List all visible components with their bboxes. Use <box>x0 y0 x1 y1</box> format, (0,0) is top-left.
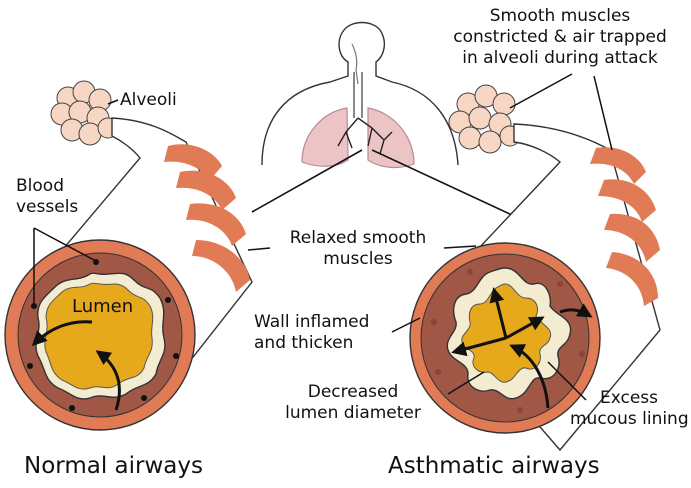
blood-vessel-dot <box>435 369 441 375</box>
blood-vessel-dot <box>173 353 179 359</box>
label-line: constricted & air trapped <box>434 27 686 48</box>
blood-vessel-dot <box>517 407 523 413</box>
human-torso-illustration <box>262 23 458 168</box>
trachea <box>354 72 362 118</box>
nasal-airway <box>352 44 358 84</box>
label-line: Decreased <box>258 382 448 403</box>
label-line: mucous lining <box>570 409 688 430</box>
label-line: Excess <box>570 388 688 409</box>
label-line: vessels <box>16 197 78 218</box>
blood-vessel-dot <box>431 319 437 325</box>
label-alveoli: Alveoli <box>120 90 177 111</box>
label-decreased-lumen: Decreased lumen diameter <box>258 382 448 424</box>
label-line: and thicken <box>254 333 369 354</box>
relaxed-muscles-leader-right <box>444 246 476 248</box>
blood-vessel-dot <box>579 351 585 357</box>
label-relaxed-smooth-muscles: Relaxed smooth muscles <box>270 228 446 270</box>
torso-outline <box>262 23 458 166</box>
blood-vessel-dot <box>557 281 563 287</box>
label-line: Wall inflamed <box>254 312 369 333</box>
blood-vessel-dot <box>27 363 33 369</box>
alveolus <box>479 131 501 153</box>
blood-vessel-dot <box>69 405 75 411</box>
label-lumen: Lumen <box>72 296 133 317</box>
alveolus <box>459 127 481 149</box>
blood-vessel-dot <box>165 297 171 303</box>
caption-asthmatic-airways: Asthmatic airways <box>388 452 600 480</box>
caption-normal-airways: Normal airways <box>24 452 203 480</box>
blood-vessel-dot <box>141 395 147 401</box>
label-line: Blood <box>16 176 78 197</box>
alveolus <box>493 93 515 115</box>
pointer-line-asthmatic <box>372 150 512 215</box>
constricted-leader-muscle <box>594 76 612 150</box>
label-smooth-muscles-constricted: Smooth muscles constricted & air trapped… <box>434 6 686 69</box>
label-excess-mucous: Excess mucous lining <box>570 388 688 430</box>
normal-airway <box>5 81 252 430</box>
left-lung <box>302 108 348 166</box>
label-line: Relaxed smooth <box>270 228 446 249</box>
label-line: lumen diameter <box>258 403 448 424</box>
label-line: Smooth muscles <box>434 6 686 27</box>
label-line: muscles <box>270 249 446 270</box>
constricted-leader-alveoli <box>510 74 572 108</box>
relaxed-muscles-leader-left <box>248 248 270 250</box>
label-blood-vessels: Blood vessels <box>16 176 78 218</box>
label-line: in alveoli during attack <box>434 48 686 69</box>
alveolus <box>469 107 491 129</box>
label-wall-inflamed: Wall inflamed and thicken <box>254 312 369 354</box>
blood-vessel-dot <box>467 269 473 275</box>
